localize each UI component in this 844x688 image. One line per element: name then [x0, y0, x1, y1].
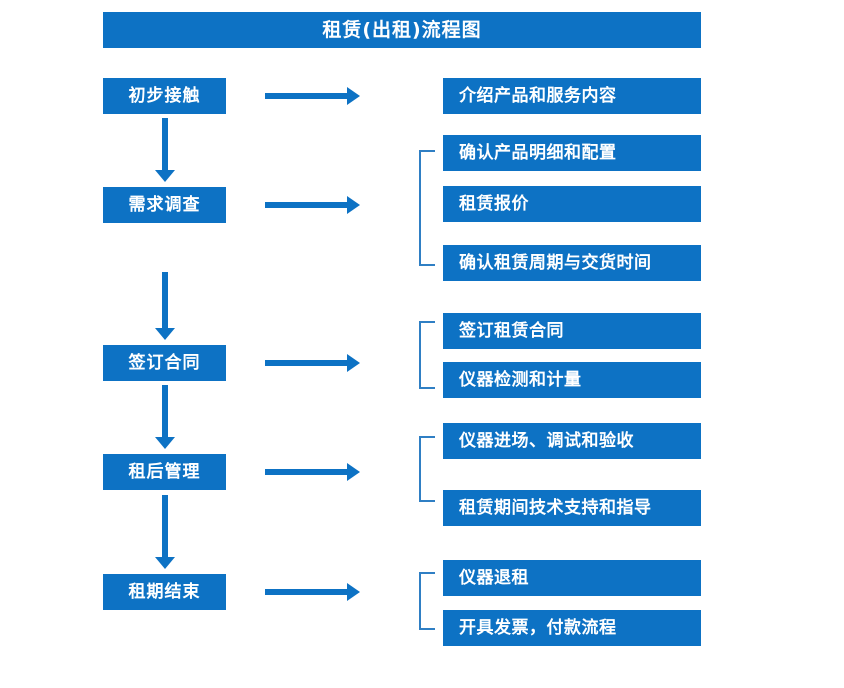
arrow-shaft [265, 469, 348, 475]
group-bracket-rental-end [419, 572, 435, 630]
arrow-head [347, 583, 360, 601]
detail-box-instrument-return[interactable]: 仪器退租 [443, 560, 701, 596]
arrow-shaft [265, 202, 348, 208]
arrow-shaft [162, 272, 168, 328]
arrow-right-sign-contract [265, 354, 360, 372]
detail-box-instrument-entry-commissioning[interactable]: 仪器进场、调试和验收 [443, 423, 701, 459]
detail-box-instrument-inspection[interactable]: 仪器检测和计量 [443, 362, 701, 398]
arrow-head [155, 437, 175, 449]
arrow-head [155, 170, 175, 182]
arrow-shaft [265, 360, 348, 366]
arrow-head [347, 196, 360, 214]
arrow-head [347, 354, 360, 372]
arrow-head [347, 463, 360, 481]
arrow-shaft [162, 118, 168, 170]
group-bracket-post-rental-management [419, 436, 435, 502]
arrow-down-sign-contract-to-post-rental [155, 385, 175, 449]
arrow-head [155, 328, 175, 340]
arrow-right-rental-end [265, 583, 360, 601]
detail-box-sign-rental-contract[interactable]: 签订租赁合同 [443, 313, 701, 349]
stage-box-post-rental-management[interactable]: 租后管理 [103, 454, 226, 490]
diagram-title: 租赁(出租)流程图 [103, 12, 701, 48]
arrow-down-initial-contact-to-demand-survey [155, 118, 175, 182]
arrow-head [155, 557, 175, 569]
group-bracket-demand-survey [419, 150, 435, 266]
arrow-shaft [265, 93, 348, 99]
arrow-shaft [162, 385, 168, 437]
arrow-shaft [162, 495, 168, 557]
stage-box-initial-contact[interactable]: 初步接触 [103, 78, 226, 114]
arrow-shaft [265, 589, 348, 595]
arrow-head [347, 87, 360, 105]
arrow-down-demand-survey-to-sign-contract [155, 272, 175, 340]
arrow-right-post-rental-management [265, 463, 360, 481]
detail-box-invoice-payment[interactable]: 开具发票，付款流程 [443, 610, 701, 646]
arrow-right-demand-survey [265, 196, 360, 214]
detail-box-introduce-products[interactable]: 介绍产品和服务内容 [443, 78, 701, 114]
detail-box-confirm-period-delivery[interactable]: 确认租赁周期与交货时间 [443, 245, 701, 281]
arrow-down-post-rental-to-rental-end [155, 495, 175, 569]
detail-box-confirm-product-spec[interactable]: 确认产品明细和配置 [443, 135, 701, 171]
group-bracket-sign-contract [419, 321, 435, 389]
stage-box-rental-end[interactable]: 租期结束 [103, 574, 226, 610]
stage-box-sign-contract[interactable]: 签订合同 [103, 345, 226, 381]
detail-box-rental-quotation[interactable]: 租赁报价 [443, 186, 701, 222]
arrow-right-initial-contact [265, 87, 360, 105]
detail-box-technical-support[interactable]: 租赁期间技术支持和指导 [443, 490, 701, 526]
stage-box-demand-survey[interactable]: 需求调查 [103, 187, 226, 223]
